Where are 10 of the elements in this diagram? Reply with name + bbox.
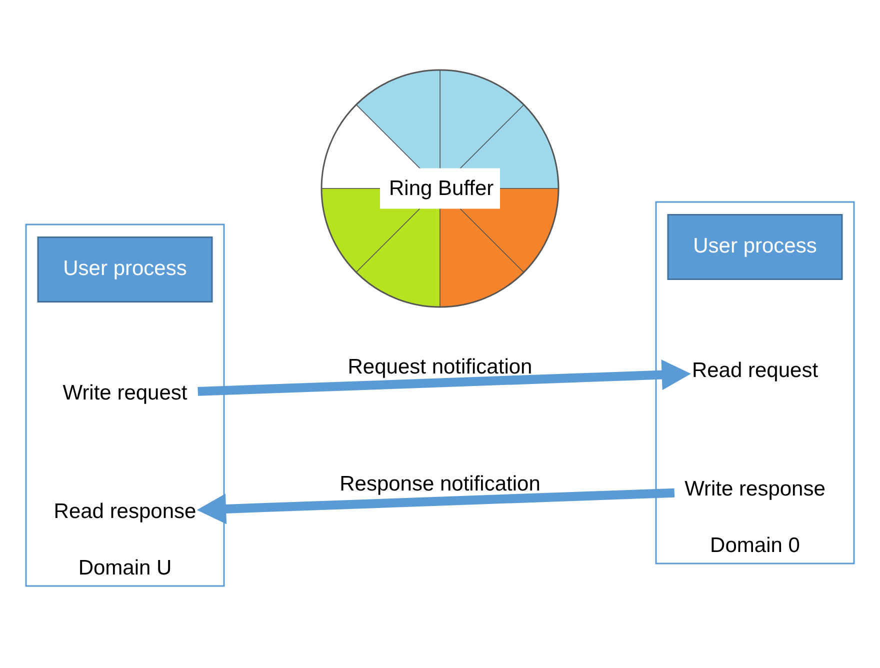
node-text: Read request	[692, 359, 818, 382]
node-text: Write request	[62, 382, 188, 405]
edge-label: Request notification	[348, 355, 532, 378]
node-box: User process	[37, 236, 213, 302]
node-box: User process	[667, 214, 843, 280]
arrow	[196, 488, 675, 524]
edge-label: Response notification	[340, 472, 540, 496]
arrow	[198, 359, 691, 396]
node-text: Read response	[54, 500, 196, 524]
node-text: Write response	[684, 478, 826, 501]
